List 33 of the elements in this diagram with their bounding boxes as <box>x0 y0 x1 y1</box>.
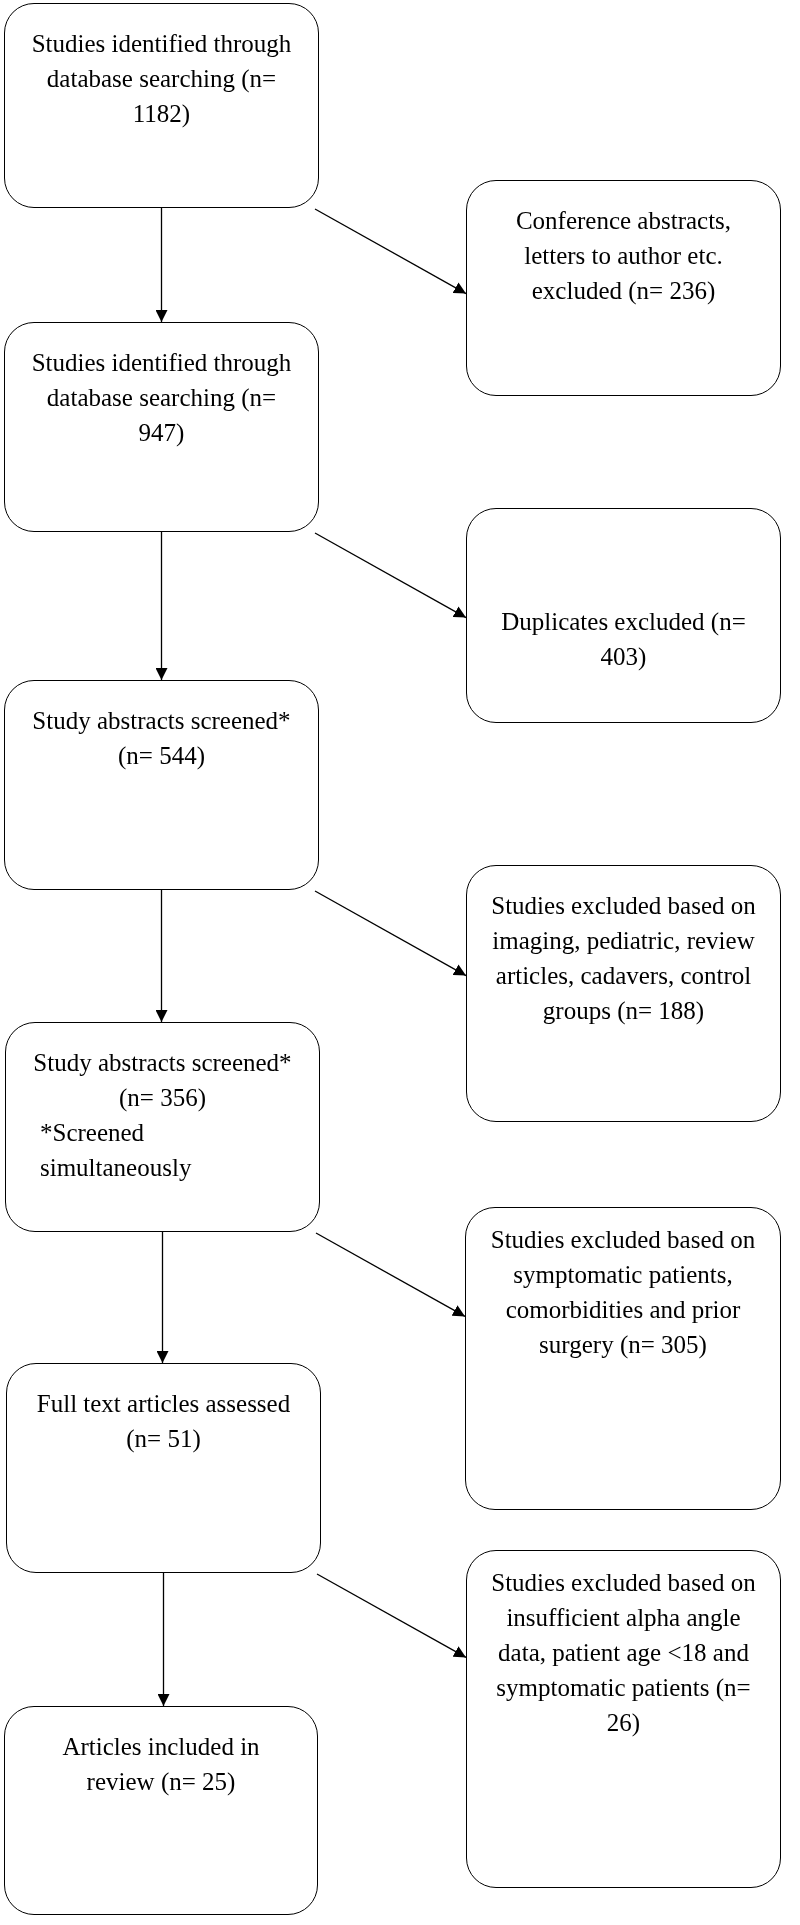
arrow <box>314 890 467 977</box>
process-box <box>466 180 781 396</box>
process-box <box>466 508 781 723</box>
footnote-text: *Screened simultaneously <box>39 1118 193 1183</box>
arrow <box>314 532 467 619</box>
box-text: Studies identified through database searching (n= 947) <box>30 348 293 448</box>
box-text: Articles included in review (n= 25) <box>61 1732 261 1798</box>
box-text: Study abstracts screened* (n= 544) <box>31 706 292 772</box>
box-text: Studies excluded based on insufficient alpha angle data, patient age <18 and symptomatic patients (n= 26) <box>490 1568 757 1738</box>
arrow <box>155 889 168 1023</box>
process-box <box>4 1706 318 1915</box>
box-text: Study abstracts screened* (n= 356) <box>32 1048 293 1114</box>
arrow <box>316 1573 467 1659</box>
box-text: Conference abstracts, letters to author etc. excluded (n= 236) <box>514 206 733 307</box>
arrow <box>156 1231 169 1364</box>
arrow <box>314 208 467 295</box>
box-text: Full text articles assessed (n= 51) <box>35 1389 292 1455</box>
arrow <box>157 1572 170 1707</box>
process-box <box>6 1363 321 1573</box>
process-box <box>466 1550 781 1888</box>
box-text: Studies identified through database searching (n= 1182) <box>30 29 293 129</box>
arrow <box>155 531 168 681</box>
process-box <box>465 1207 781 1510</box>
process-box <box>4 680 319 890</box>
process-box <box>4 322 319 532</box>
arrow <box>315 1232 466 1318</box>
box-text: Studies excluded based on imaging, pediatric, review articles, cadavers, control groups (n= 188) <box>490 891 757 1027</box>
process-box <box>4 3 319 208</box>
arrow <box>155 207 168 323</box>
box-text: Studies excluded based on symptomatic patients, comorbidities and prior surgery (n= 305) <box>489 1225 757 1361</box>
process-box <box>466 865 781 1122</box>
process-box <box>5 1022 320 1232</box>
box-text: Duplicates excluded (n= 403) <box>500 607 747 672</box>
